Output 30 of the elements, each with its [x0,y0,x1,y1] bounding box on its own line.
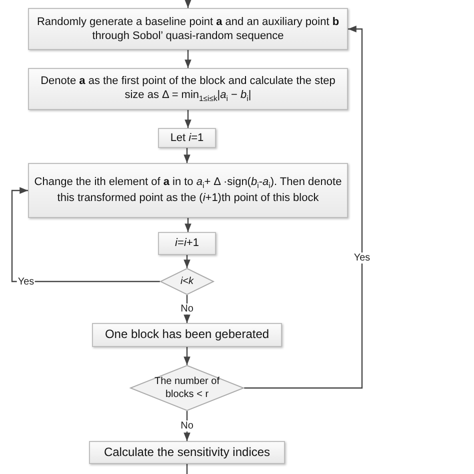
process-box [28,68,348,110]
node-text: One block has been geberated [104,327,270,343]
process-box [28,8,348,50]
process-box [28,163,348,218]
edge-label: Yes [16,276,36,287]
arrow [184,148,190,163]
arrow [184,347,190,365]
process-box [158,128,216,148]
arrow [184,0,192,8]
connector-line [186,464,188,474]
arrow [184,110,192,128]
edge-label: No [180,304,194,314]
node-text: Calculate the sensitivity indices [104,444,270,460]
node-text: Randomly generate a baseline point a and an auxiliary point b through Sobol’ quasi-random sequence [36,14,340,44]
node-text: The number of blocks < r [153,375,221,401]
arrow [184,50,192,68]
node-text: Change the ith element of a in to a$_{i}$+ Δ ·sign(b$_{i}$-a$_{i}$). Then denote this transformed point as the (i+1)th point of this block [33,175,343,206]
arrow [244,26,363,389]
node-text: Denote a as the first point of the block and calculate the step size as Δ = min$_{1≤i≤k}$|a$_{i}$ − b$_{i}$| [40,74,336,104]
arrow [184,255,190,268]
process-box [158,232,216,255]
node-text: Let i=1 [170,130,204,146]
process-box [92,323,282,347]
edge-label: No [180,420,194,432]
node-text: i=i+1 [175,236,199,251]
process-box [89,441,285,464]
node-text: i<k [180,275,194,288]
arrow [184,218,192,232]
edge-label: Yes [352,252,372,264]
arrow [11,187,160,282]
